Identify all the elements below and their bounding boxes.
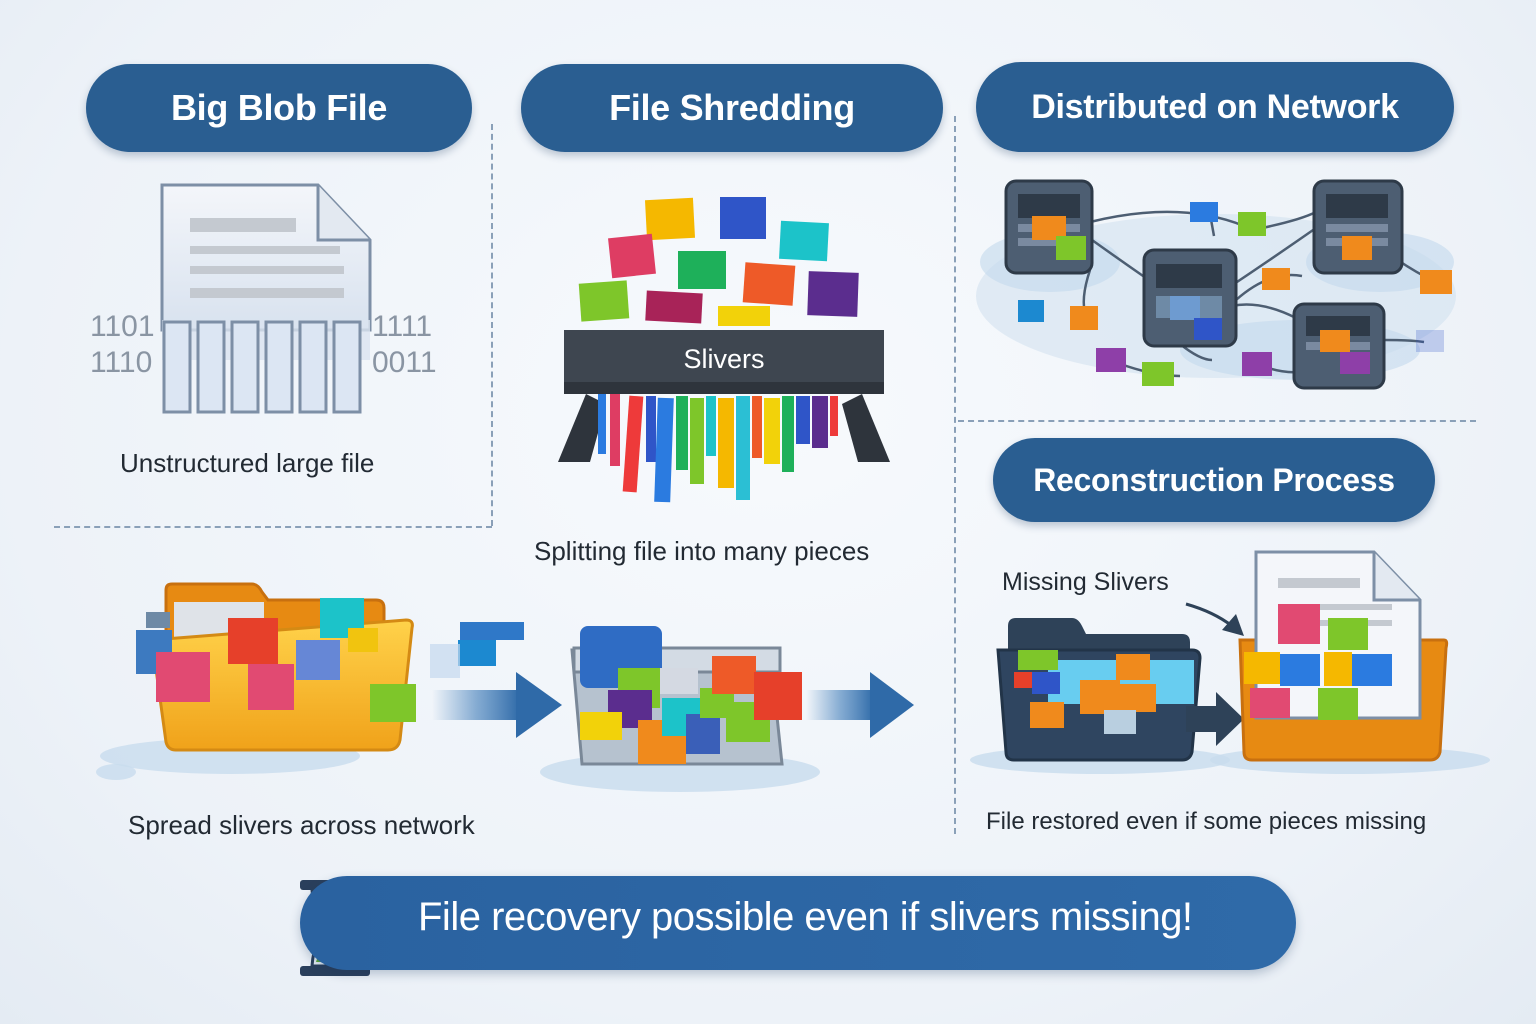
title-big-blob-file: Big Blob File — [86, 64, 472, 152]
divider-right-vertical — [954, 116, 956, 834]
network-diagram — [976, 179, 1456, 390]
title-distributed-on-network: Distributed on Network — [976, 62, 1454, 152]
bottom-banner — [300, 876, 1296, 970]
title-file-shredding: File Shredding — [521, 64, 943, 152]
binary-left-line-1: 1101 — [90, 310, 155, 343]
arrow-right-icon — [806, 672, 914, 738]
banner-text: File recovery possible even if slivers m… — [418, 895, 1193, 939]
divider-left-horizontal — [54, 526, 492, 528]
shredder-icon — [558, 330, 890, 503]
label-missing-slivers: Missing Slivers — [1002, 568, 1169, 596]
arrow-right-icon — [432, 672, 562, 738]
document-icon — [160, 183, 372, 414]
caption-unstructured-large-file: Unstructured large file — [120, 448, 375, 478]
arrow-right-icon — [1186, 692, 1244, 746]
binary-left-line-2: 1110 — [90, 346, 153, 379]
spread-illustration — [96, 582, 914, 792]
caption-spread-slivers: Spread slivers across network — [128, 810, 475, 840]
server-icon — [1312, 179, 1404, 275]
reconstruction-illustration — [970, 550, 1490, 774]
divider-right-horizontal — [958, 420, 1476, 422]
sliver-pieces — [578, 197, 859, 326]
divider-left-vertical — [491, 124, 493, 526]
caption-splitting-file: Splitting file into many pieces — [534, 536, 870, 566]
title-reconstruction-process: Reconstruction Process — [993, 438, 1435, 522]
caption-file-restored: File restored even if some pieces missin… — [986, 808, 1427, 835]
binary-right-line-1: 1111 — [372, 310, 433, 343]
shredder-label: Slivers — [683, 344, 765, 374]
binary-right-line-2: 0011 — [372, 346, 437, 379]
